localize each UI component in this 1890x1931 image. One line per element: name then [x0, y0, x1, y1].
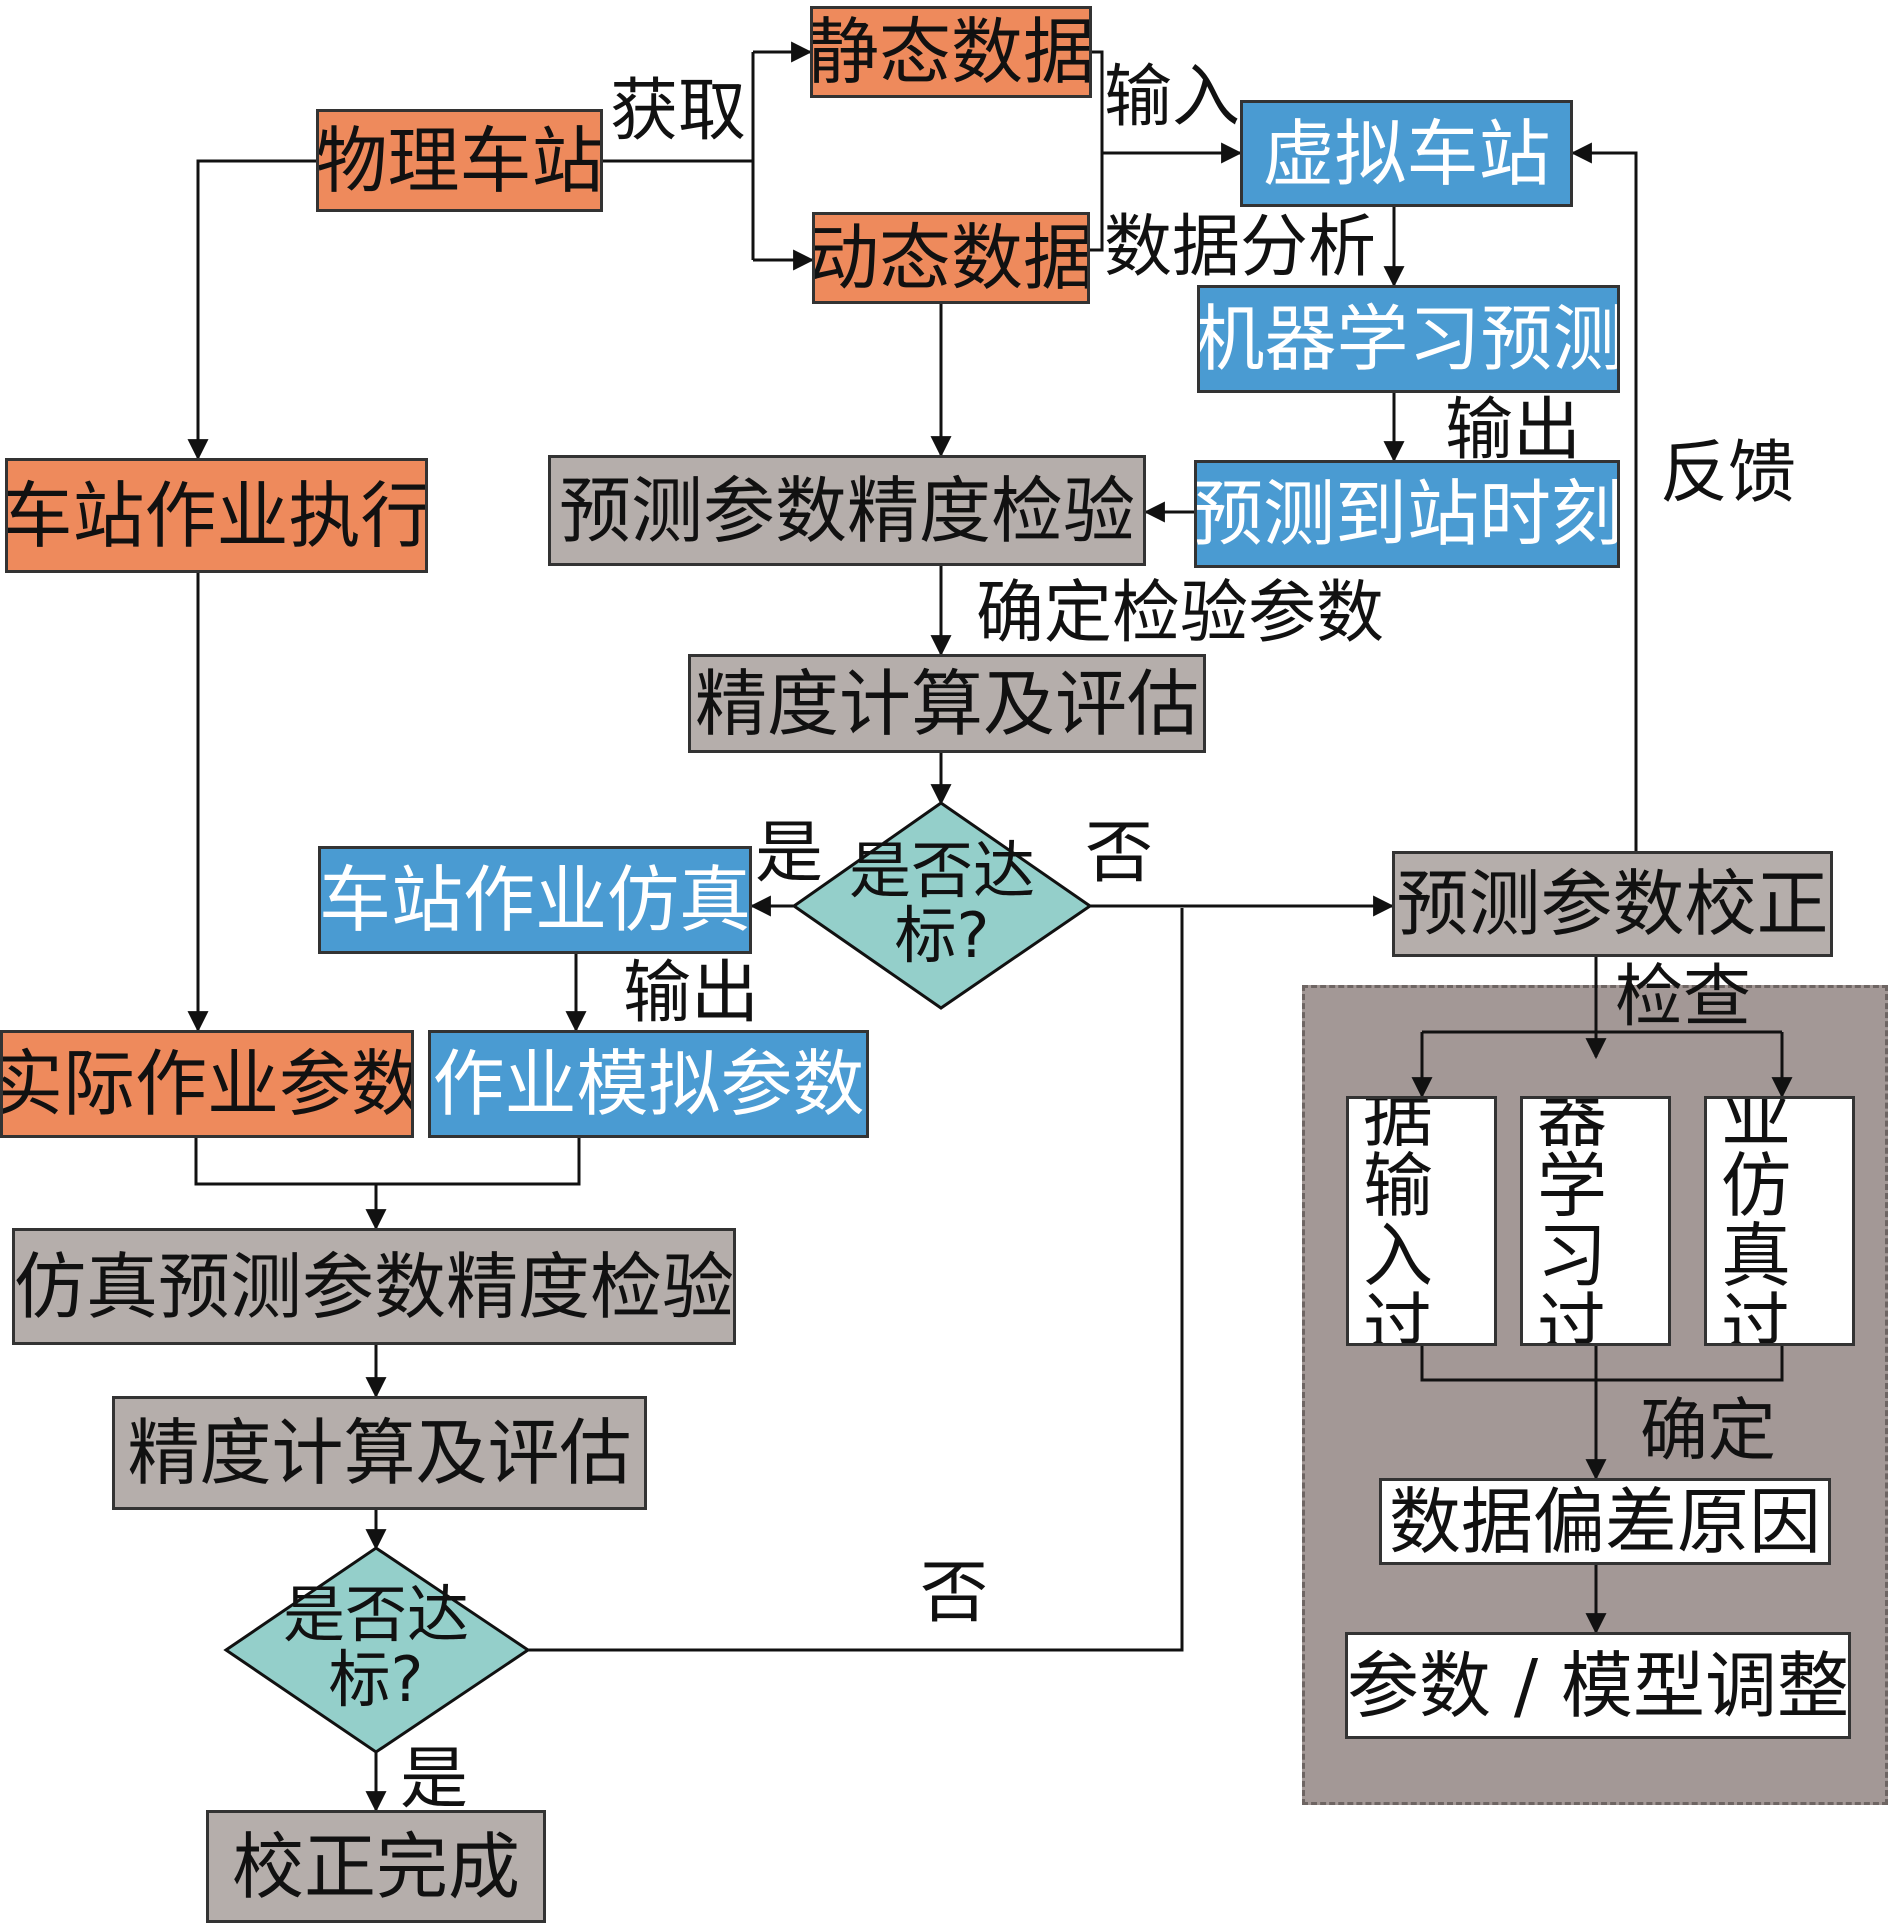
station-simulation-node: 车站作业仿真: [318, 846, 752, 954]
accuracy-eval-node-1: 精度计算及评估: [688, 654, 1206, 753]
decision-diamond-1: [791, 801, 1093, 1010]
edge-physical-to-operation: [187, 159, 316, 461]
label-input: 输入: [1104, 58, 1241, 137]
edge-feedback: [1570, 142, 1638, 851]
param-model-adjust-node: 参数 / 模型调整: [1345, 1632, 1851, 1739]
ml-prediction-node: 机器学习预测: [1197, 285, 1620, 393]
sim-process-node: 作业仿真过程: [1704, 1096, 1855, 1346]
label-acquire: 获取: [610, 72, 747, 151]
edge-merge: [194, 1138, 581, 1186]
label-feedback: 反馈: [1660, 434, 1797, 513]
label-output-1: 输出: [1445, 391, 1582, 470]
label-output-2: 输出: [623, 954, 760, 1033]
label-no-1: 否: [1085, 814, 1154, 893]
decision-diamond-2: [223, 1546, 531, 1754]
virtual-station-node: 虚拟车站: [1240, 100, 1573, 207]
decision-text-2: 是否达标?: [282, 1578, 469, 1717]
data-input-process-node: 数据输入过程: [1346, 1096, 1497, 1346]
label-data-analysis: 数据分析: [1104, 208, 1377, 287]
predicted-arrival-node: 预测到站时刻: [1194, 460, 1620, 568]
edge-decision2-no: [528, 908, 1184, 1652]
param-accuracy-check-node: 预测参数精度检验: [548, 455, 1146, 566]
label-check: 检查: [1615, 958, 1752, 1037]
accuracy-eval-node-2: 精度计算及评估: [112, 1396, 647, 1510]
label-yes-2: 是: [400, 1740, 469, 1819]
static-data-node: 静态数据: [810, 6, 1092, 98]
simulated-params-node: 作业模拟参数: [428, 1030, 869, 1138]
actual-params-node: 实际作业参数: [0, 1030, 414, 1138]
physical-station-node: 物理车站: [316, 109, 603, 212]
decision-text-1: 是否达标?: [848, 834, 1035, 973]
dynamic-data-node: 动态数据: [812, 212, 1090, 304]
edge-static-out: [1090, 50, 1104, 252]
label-yes-1: 是: [755, 814, 824, 893]
label-no-2: 否: [920, 1554, 989, 1633]
label-determine-params: 确定检验参数: [976, 574, 1385, 653]
calibration-done-node: 校正完成: [206, 1810, 546, 1923]
ml-process-node: 机器学习过程: [1520, 1096, 1671, 1346]
edge-process-merge: [1420, 1346, 1784, 1382]
label-determine: 确定: [1640, 1392, 1777, 1471]
data-deviation-node: 数据偏差原因: [1379, 1478, 1831, 1565]
station-operation-node: 车站作业执行: [5, 458, 428, 573]
param-correction-node: 预测参数校正: [1392, 851, 1833, 957]
sim-accuracy-check-node: 仿真预测参数精度检验: [12, 1228, 736, 1345]
